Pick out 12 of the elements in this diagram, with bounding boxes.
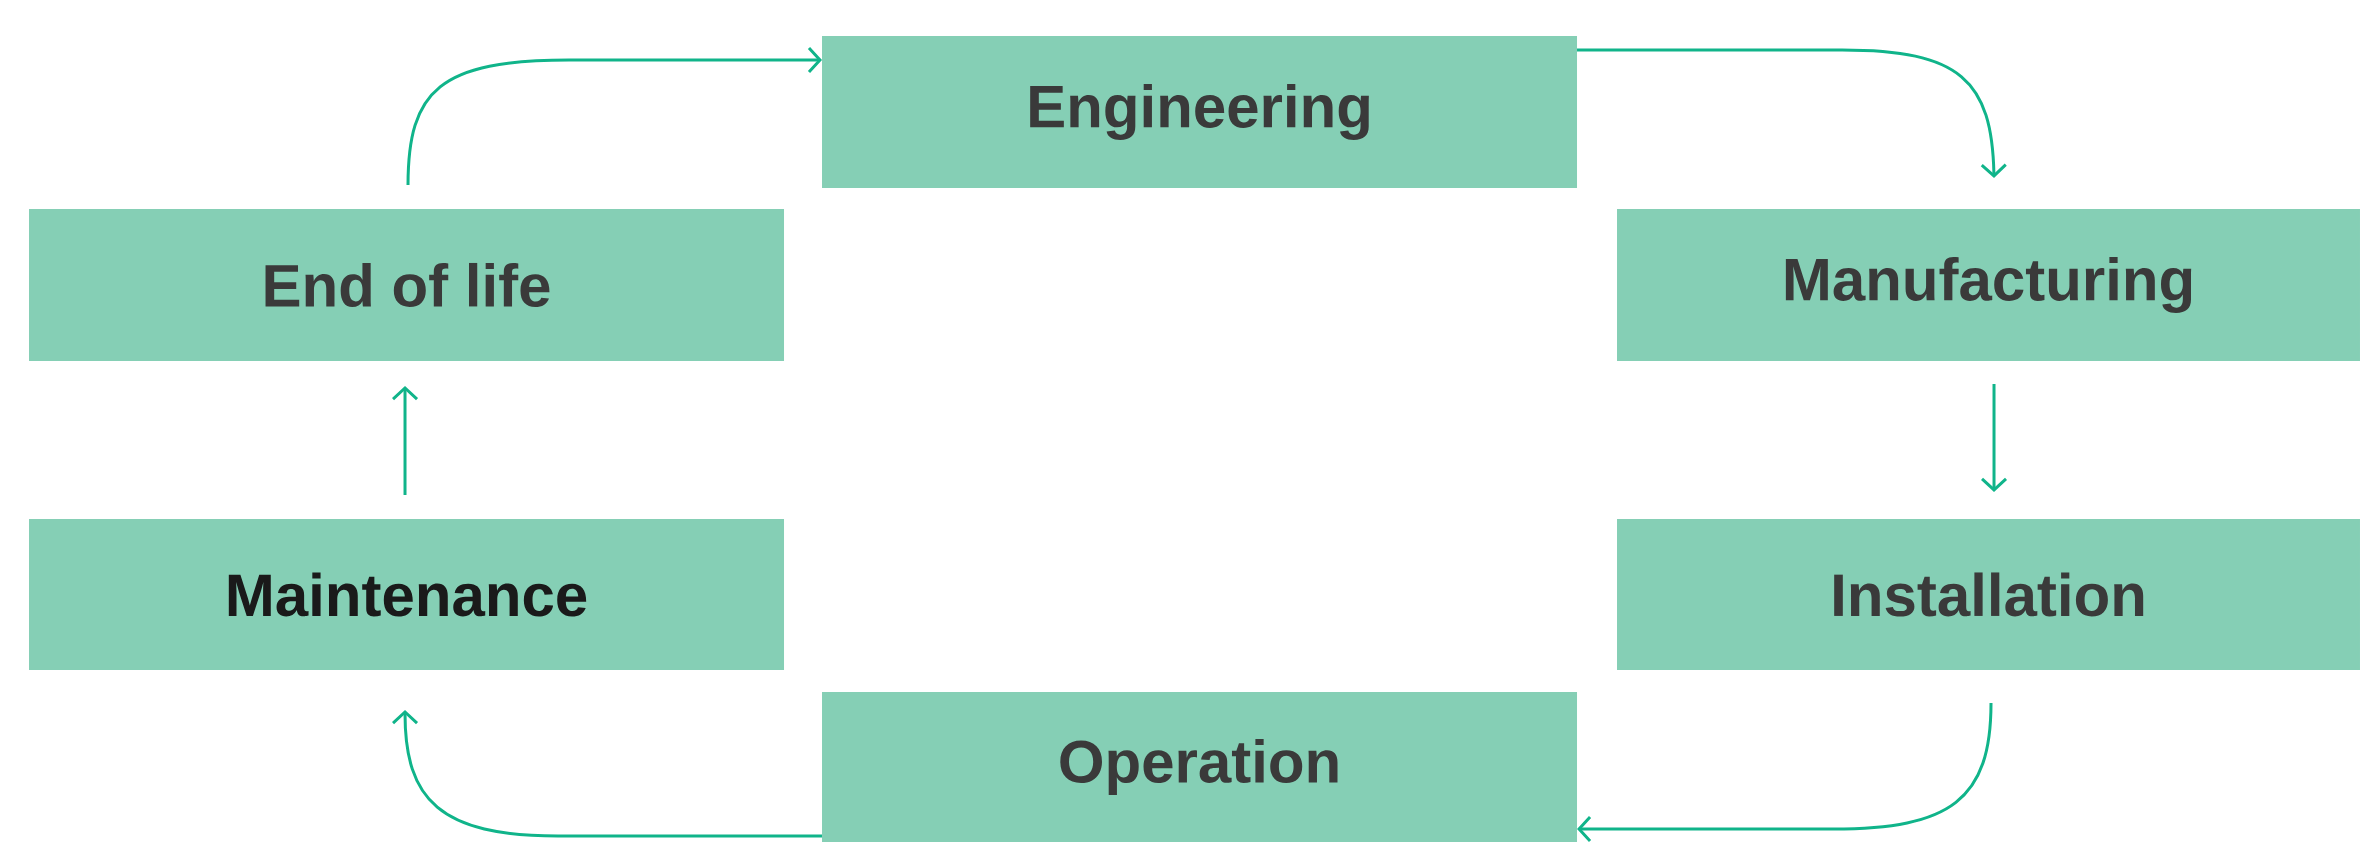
arrow (392, 386, 419, 495)
process-box: Operation (822, 692, 1577, 842)
arrow (392, 710, 822, 838)
arrow (1981, 384, 2008, 492)
process-box: Maintenance (29, 519, 784, 670)
process-box: Installation (1617, 519, 2360, 670)
process-box: Manufacturing (1617, 209, 2360, 361)
arrow (1577, 702, 1993, 842)
arrow (406, 46, 822, 186)
process-box: End of life (29, 209, 784, 361)
process-box: Engineering (822, 36, 1577, 188)
arrow (1577, 48, 2007, 178)
